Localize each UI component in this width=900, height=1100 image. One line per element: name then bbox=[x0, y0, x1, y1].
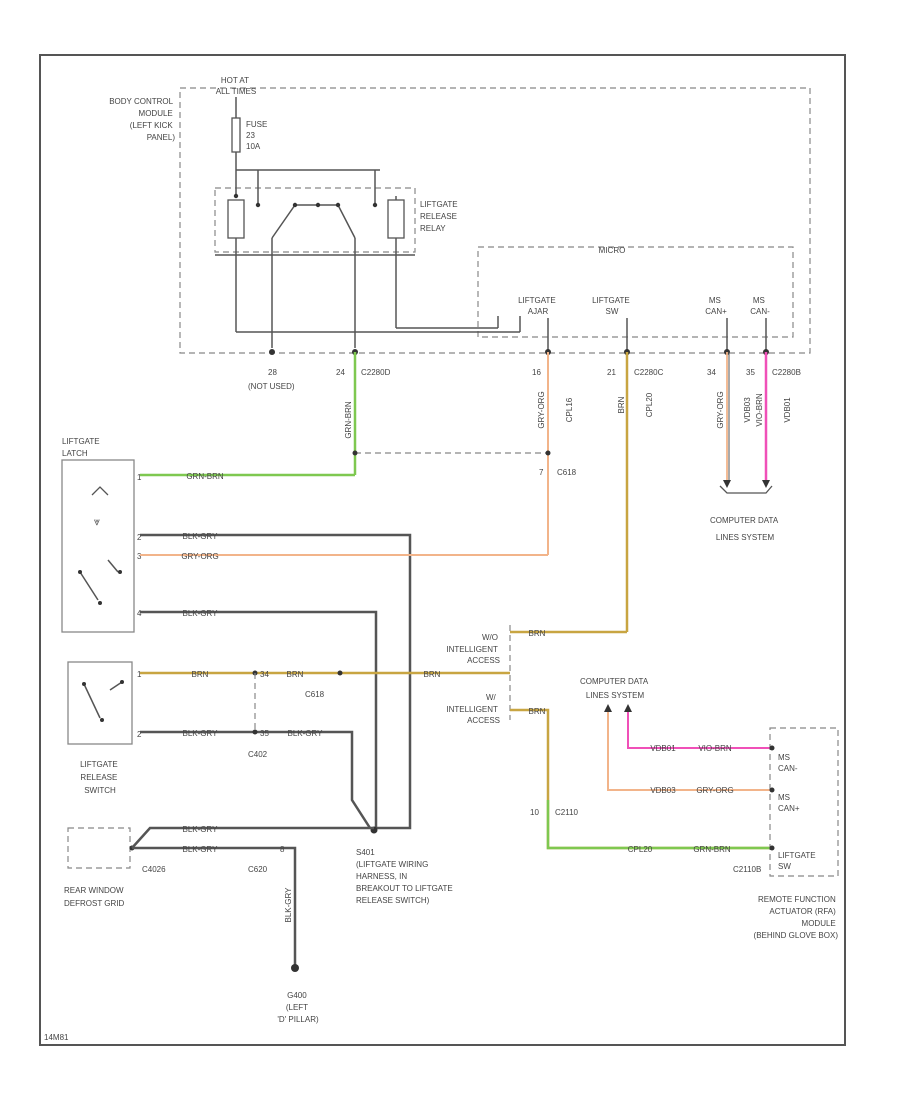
wire-label-rel1c: BRN bbox=[424, 670, 441, 679]
wire-label-sw-2: CPL20 bbox=[645, 392, 654, 417]
liftgate-release-relay bbox=[214, 187, 416, 253]
splice-35: 35 bbox=[260, 729, 269, 738]
wire-label-rfa3b: GRN-BRN bbox=[693, 845, 731, 854]
wire-label-ajar-2: CPL16 bbox=[565, 397, 574, 422]
ia-label-1: INTELLIGENT ACCESS bbox=[446, 645, 500, 665]
pin-liftgate-sw-label: LIFTGATE SW bbox=[592, 296, 632, 316]
svg-text:⩔: ⩔ bbox=[94, 515, 100, 528]
pin-ms-can-h-label: MS CAN+ bbox=[705, 296, 727, 316]
wire-label-ia1: BRN bbox=[529, 629, 546, 638]
rfa-module bbox=[769, 727, 839, 877]
pin-21: 21 bbox=[607, 368, 616, 377]
wire-label-can-l-2: VDB03 bbox=[743, 397, 752, 423]
micro-label: MICRO bbox=[599, 246, 626, 255]
bcm-outline bbox=[179, 87, 811, 354]
pin-ms-can-l-label: MS CAN- bbox=[750, 296, 770, 316]
wire-label-ia2: BRN bbox=[529, 707, 546, 716]
g400-label: G400 (LEFT 'D' PILLAR) bbox=[277, 991, 319, 1024]
wire-label-can-h-1: VIO-BRN bbox=[755, 393, 764, 427]
relay-label: LIFTGATE RELEASE RELAY bbox=[420, 200, 460, 233]
ia-label-2: INTELLIGENT ACCESS bbox=[446, 705, 500, 725]
wire-label-can-l-1: GRY-ORG bbox=[716, 391, 725, 428]
wire-label-def1: BLK-GRY bbox=[183, 825, 219, 834]
rfa-pin-can-l: MS CAN- bbox=[778, 753, 798, 773]
hot-label: HOT AT ALL TIMES bbox=[216, 76, 256, 96]
connector-c620: C620 bbox=[248, 865, 268, 874]
micro-outline bbox=[477, 246, 794, 338]
splice-10: 10 bbox=[530, 808, 539, 817]
wire-label-rfa3: CPL20 bbox=[628, 845, 653, 854]
latch-pin-2: 2 bbox=[137, 533, 142, 542]
pin-24: 24 bbox=[336, 368, 345, 377]
diagram-frame bbox=[39, 54, 846, 1046]
pin-34: 34 bbox=[707, 368, 716, 377]
bcm-label: BODY CONTROL MODULE (LEFT KICK PANEL) bbox=[109, 97, 175, 142]
relsw-pin-1: 1 bbox=[137, 670, 142, 679]
relsw-pin-2: 2 bbox=[137, 730, 142, 739]
wire-label-rel1b: BRN bbox=[287, 670, 304, 679]
connector-c2110b: C2110B bbox=[733, 865, 761, 874]
fuse-label: FUSE 23 10A bbox=[246, 120, 270, 151]
wire-label-grn-brn-v: GRN-BRN bbox=[344, 401, 353, 439]
connector-c618b: C618 bbox=[305, 690, 325, 699]
latch-pin-4: 4 bbox=[137, 609, 142, 618]
wire-label-sw-1: BRN bbox=[617, 396, 626, 413]
pin-28: 28 bbox=[268, 368, 277, 377]
connector-c2280c: C2280C bbox=[634, 368, 664, 377]
latch-label: LIFTGATE LATCH bbox=[62, 437, 102, 458]
wire-label-ajar-1: GRY-ORG bbox=[537, 391, 546, 428]
rfa-pin-can-h: MS CAN+ bbox=[778, 793, 800, 813]
fuse-symbol bbox=[231, 117, 241, 153]
wire-label-latch2: BLK-GRY bbox=[183, 532, 219, 541]
wire-label-def2: BLK-GRY bbox=[183, 845, 219, 854]
wire-label-rfa1b: VIO-BRN bbox=[698, 744, 732, 753]
ia-w7: W/ bbox=[486, 693, 497, 702]
p8: 8 bbox=[280, 845, 285, 854]
wire-label-rfa2: VDB03 bbox=[650, 786, 676, 795]
wire-label-rfa2b: GRY-ORG bbox=[696, 786, 733, 795]
not-used-label: (NOT USED) bbox=[248, 382, 295, 391]
connector-c402: C402 bbox=[248, 750, 268, 759]
splice-34: 34 bbox=[260, 670, 269, 679]
connector-c618: C618 bbox=[557, 468, 577, 477]
pin-35: 35 bbox=[746, 368, 755, 377]
rear-window-defrost-grid bbox=[67, 827, 131, 869]
wire-label-def3: BLK-GRY bbox=[284, 887, 293, 923]
defrost-label: REAR WINDOW DEFROST GRID bbox=[64, 886, 126, 908]
connector-c2280d: C2280D bbox=[361, 368, 391, 377]
liftgate-latch bbox=[61, 459, 135, 633]
wire-label-rel2c: BLK-GRY bbox=[288, 729, 324, 738]
pin-7: 7 bbox=[539, 468, 544, 477]
wire-label-latch3: GRY-ORG bbox=[181, 552, 218, 561]
connector-c2280b: C2280B bbox=[772, 368, 801, 377]
wire-label-rfa1: VDB01 bbox=[650, 744, 676, 753]
wire-label-rel1: BRN bbox=[192, 670, 209, 679]
figure-id: 14M81 bbox=[44, 1033, 69, 1042]
cdl-label-lower: COMPUTER DATA LINES SYSTEM bbox=[580, 677, 650, 700]
wire-label-grn-brn-h: GRN-BRN bbox=[186, 472, 224, 481]
latch-pin-1: 1 bbox=[137, 473, 142, 482]
pin-16: 16 bbox=[532, 368, 541, 377]
connector-c4026: C4026 bbox=[142, 865, 166, 874]
cdl-bracket bbox=[719, 485, 773, 494]
rfa-pin-liftgate-sw: LIFTGATE SW bbox=[778, 851, 818, 871]
connector-c2110: C2110 bbox=[555, 808, 579, 817]
ia-w6: W/O bbox=[482, 633, 498, 642]
pin-liftgate-ajar-label: LIFTGATE AJAR bbox=[518, 296, 558, 316]
latch-pin-3: 3 bbox=[137, 552, 142, 561]
wire-label-latch4: BLK-GRY bbox=[183, 609, 219, 618]
ground-g400 bbox=[291, 964, 299, 972]
liftgate-release-switch bbox=[67, 661, 133, 745]
relsw-label: LIFTGATE RELEASE SWITCH bbox=[80, 760, 120, 795]
cdl-label-top: COMPUTER DATA LINES SYSTEM bbox=[710, 516, 780, 542]
s401-label: S401 (LIFTGATE WIRING HARNESS, IN BREAKO… bbox=[356, 848, 455, 905]
rfa-label: REMOTE FUNCTION ACTUATOR (RFA) MODULE (B… bbox=[754, 895, 839, 940]
wire-label-rel2: BLK-GRY bbox=[183, 729, 219, 738]
wire-label-can-h-2: VDB01 bbox=[783, 397, 792, 423]
